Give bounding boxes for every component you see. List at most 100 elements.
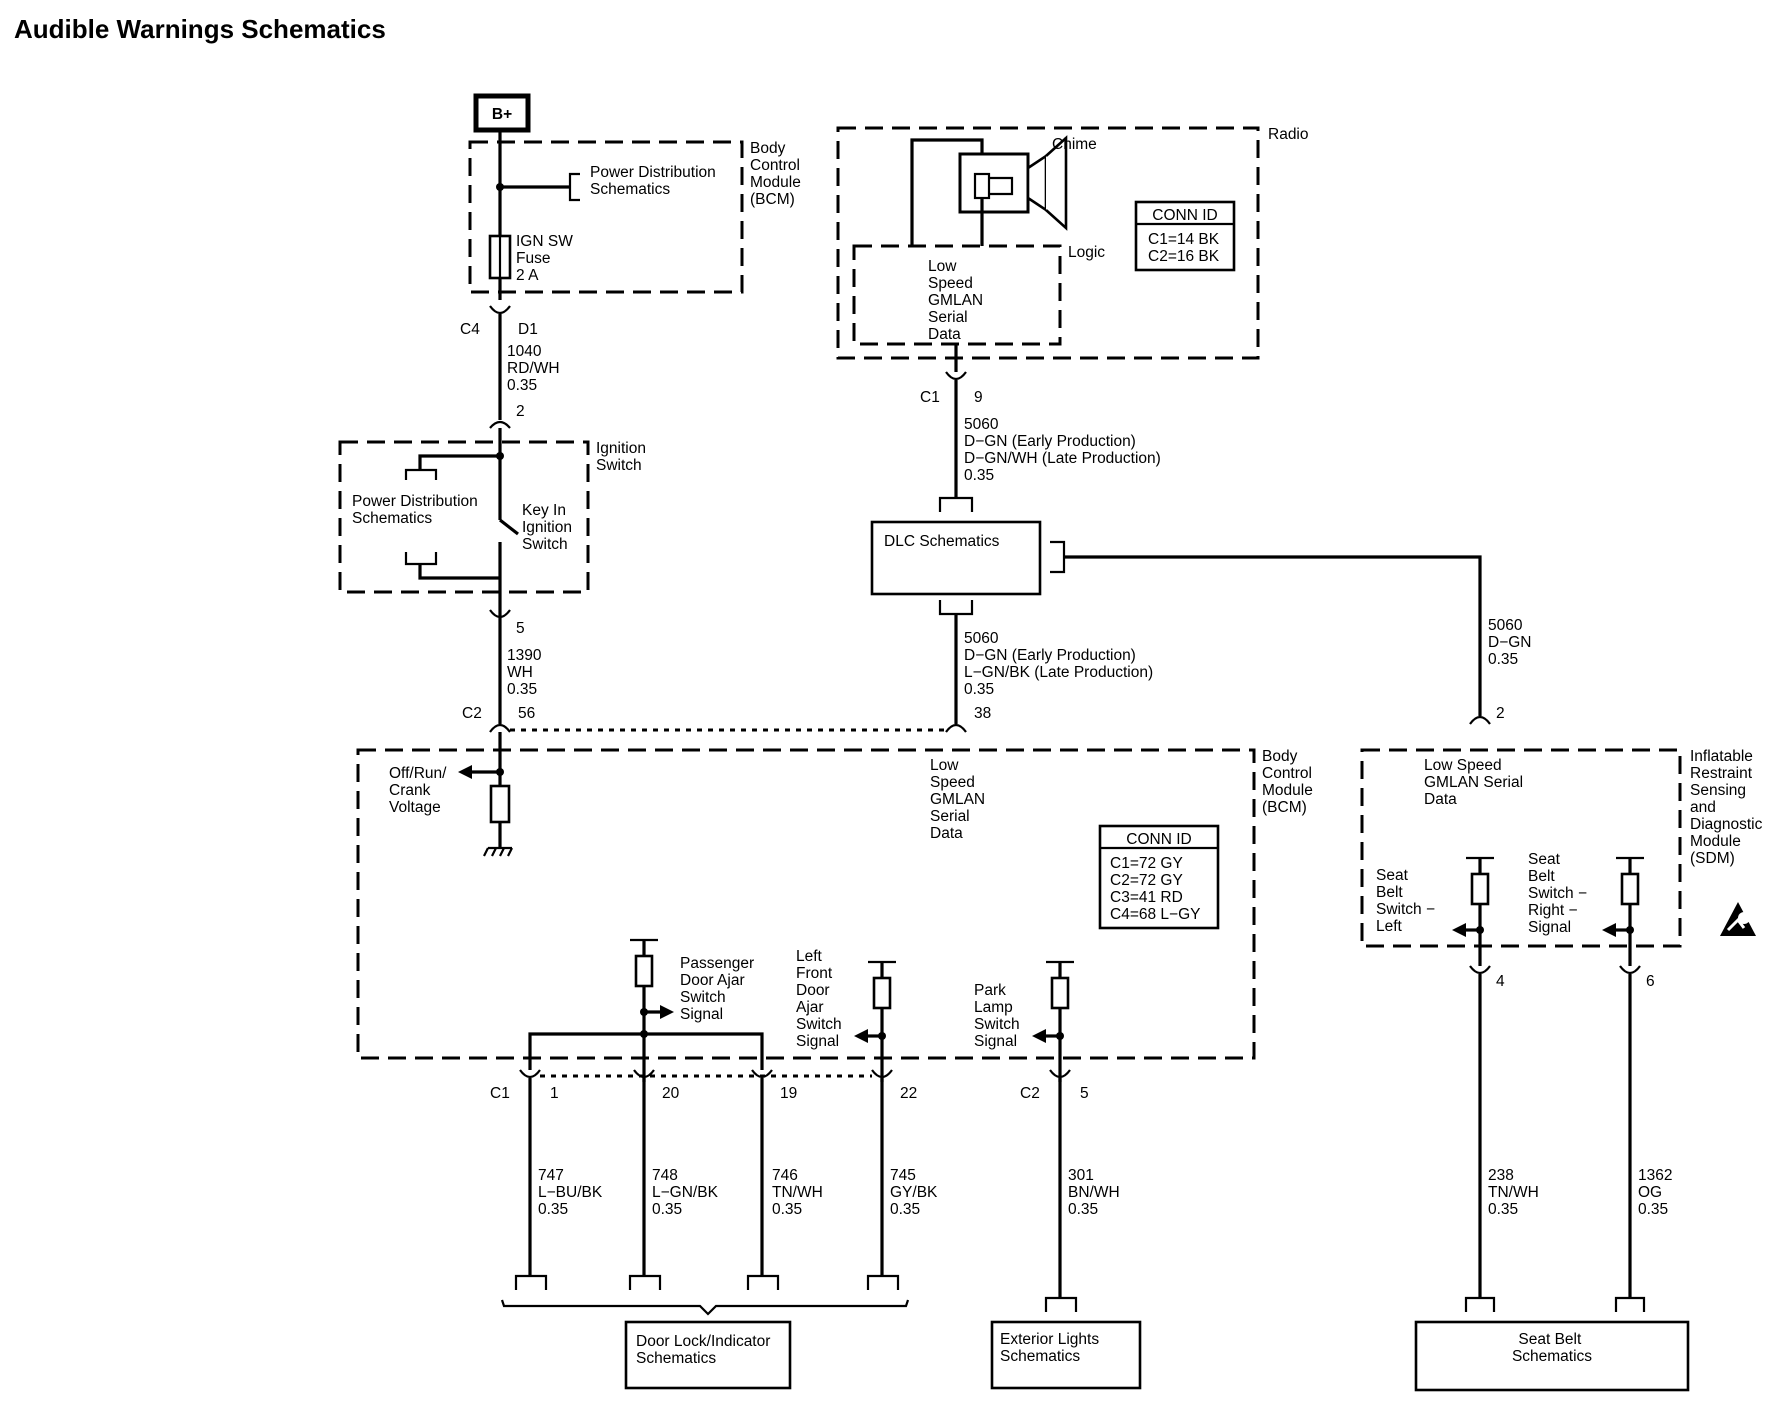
c1-pin-19-label: 19 <box>780 1085 797 1102</box>
sdm-pin-top-label: 2 <box>1496 705 1505 722</box>
svg-text:C4=68 L−GY: C4=68 L−GY <box>1110 906 1200 923</box>
splice-dot <box>496 183 504 191</box>
airbag-warning-icon <box>1720 902 1756 936</box>
left-front-arrow-icon <box>854 1029 868 1043</box>
svg-text:CONN ID: CONN ID <box>1152 207 1217 224</box>
svg-text:C2=16 BK: C2=16 BK <box>1148 248 1220 265</box>
sdm-gmlan-label: Low Speed GMLAN Serial Data <box>1424 757 1527 808</box>
c2-pin-5-connector-icon <box>1049 1069 1071 1079</box>
sdm-name: Inflatable Restraint Sensing and Diagnos… <box>1690 748 1767 867</box>
door-lock-stub-2 <box>628 1274 662 1290</box>
exterior-lights-stub <box>1044 1296 1078 1312</box>
chime-magnet <box>958 152 1030 214</box>
seatbelt-left-resistor-icon <box>1470 872 1490 906</box>
svg-text:C1=14 BK: C1=14 BK <box>1148 231 1220 248</box>
offrun-resistor-icon <box>489 784 511 824</box>
c2-56-connector-icon <box>489 723 511 733</box>
chime-speaker-icon <box>1026 153 1048 213</box>
c1-pin-22-connector-icon <box>871 1069 893 1079</box>
wire-747-label: 747 L−BU/BK 0.35 <box>538 1167 607 1218</box>
door-lock-stub-3 <box>746 1274 780 1290</box>
offrun-crank-label: Off/Run/ Crank Voltage <box>389 765 451 816</box>
park-lamp-arrow-icon <box>1032 1029 1046 1043</box>
c1-pin-20-label: 20 <box>662 1085 680 1102</box>
radio-logic-label: Logic <box>1068 244 1105 261</box>
bcm-conn-id-table: CONN ID C1=72 GY C2=72 GY C3=41 RD C4=68… <box>1098 824 1220 930</box>
ignition-pin-out-label: 5 <box>516 620 525 637</box>
left-front-door-ajar-label: Left Front Door Ajar Switch Signal <box>796 948 846 1050</box>
wire-5060-mid-label: 5060 D−GN (Early Production) L−GN/BK (La… <box>964 630 1157 698</box>
passenger-door-ajar-label: Passenger Door Ajar Switch Signal <box>680 955 758 1023</box>
ignition-lower-ref-wire <box>418 564 500 580</box>
ignition-lower-ref-connector <box>404 552 438 566</box>
wire-1040-label: 1040 RD/WH 0.35 <box>507 343 564 394</box>
seat-belt-stub-right <box>1614 1296 1646 1312</box>
c4-pin-label: D1 <box>518 321 538 338</box>
c1-9-connector-icon <box>945 371 967 381</box>
bcm-pin-38-connector-icon <box>945 723 967 733</box>
radio-gmlan-label: Low Speed GMLAN Serial Data <box>928 258 987 343</box>
offrun-arrow-icon <box>458 765 472 779</box>
sdm-module-box <box>1360 748 1682 948</box>
seat-belt-schematics-box <box>1414 1320 1690 1392</box>
seatbelt-right-label: Seat Belt Switch − Right − Signal <box>1528 851 1591 936</box>
seatbelt-right-arrow-icon <box>1602 923 1616 937</box>
power-dist-ref-connector <box>568 172 580 202</box>
ignition-pin-2-connector-icon <box>489 420 511 429</box>
wire-301-label: 301 BN/WH 0.35 <box>1068 1167 1124 1218</box>
key-in-ignition-switch-label: Key In Ignition Switch <box>522 502 576 553</box>
page-title: Audible Warnings Schematics <box>14 14 386 44</box>
sdm-pin-4-connector-icon <box>1469 965 1491 975</box>
c4-d1-connector-icon <box>489 305 511 315</box>
park-lamp-resistor-icon <box>1050 976 1070 1010</box>
door-lock-schematics-box <box>624 1320 792 1390</box>
exterior-lights-schematics-box <box>990 1320 1142 1390</box>
sdm-pin-right-label: 6 <box>1646 973 1655 990</box>
passenger-arrow-icon <box>660 1005 674 1019</box>
c1-pin-1-connector-icon <box>519 1069 541 1079</box>
c1-pin-22-label: 22 <box>900 1085 917 1102</box>
wire-5060-right-label: 5060 D−GN 0.35 <box>1488 617 1536 668</box>
wire-745-label: 745 GY/BK 0.35 <box>890 1167 942 1218</box>
c2-pin-5-label: 5 <box>1080 1085 1089 1102</box>
dlc-schematics-box <box>870 520 1042 596</box>
ignition-power-ref: Power Distribution Schematics <box>352 493 482 527</box>
c2-conn-label: C2 <box>1020 1085 1040 1102</box>
b-plus-terminal: B+ <box>473 93 531 133</box>
ignition-pin-in-label: 2 <box>516 403 525 420</box>
c1-pin-1-label: 1 <box>550 1085 559 1102</box>
exterior-lights-label: Exterior Lights Schematics <box>1000 1331 1103 1365</box>
door-lock-label: Door Lock/Indicator Schematics <box>636 1333 775 1367</box>
svg-text:CONN ID: CONN ID <box>1126 831 1191 848</box>
svg-text:C1=72 GY: C1=72 GY <box>1110 855 1183 872</box>
door-lock-stub-1 <box>514 1274 548 1290</box>
left-front-resistor-icon <box>872 976 892 1010</box>
svg-text:C3=41 RD: C3=41 RD <box>1110 889 1183 906</box>
seatbelt-left-arrow-icon <box>1452 923 1466 937</box>
c2-56-conn-label: C2 <box>462 705 482 722</box>
bcm-gmlan-label: Low Speed GMLAN Serial Data <box>930 757 989 842</box>
bcm-main-module-box <box>356 748 1256 1060</box>
sdm-pin-left-label: 4 <box>1496 973 1505 990</box>
bcm-top-name: Body Control Module (BCM) <box>750 140 805 208</box>
dlc-right-connector <box>1050 540 1066 574</box>
bcm-top-power-ref: Power Distribution Schematics <box>590 164 720 198</box>
seatbelt-right-resistor-icon <box>1620 872 1640 906</box>
c4-conn-label: C4 <box>460 321 480 338</box>
passenger-bus-wire <box>528 1032 764 1070</box>
door-lock-stub-4 <box>866 1274 900 1290</box>
svg-text:C2=72 GY: C2=72 GY <box>1110 872 1183 889</box>
passenger-resistor-icon <box>634 954 654 988</box>
chime-armature <box>989 176 1014 196</box>
wire-5060-right <box>1064 555 1482 716</box>
park-lamp-label: Park Lamp Switch Signal <box>974 982 1024 1050</box>
c1-conn-label: C1 <box>490 1085 510 1102</box>
ignition-power-ref-wire <box>418 454 500 470</box>
chime-left-wire <box>910 138 984 246</box>
wire-748-label: 748 L−GN/BK 0.35 <box>652 1167 722 1218</box>
radio-name: Radio <box>1268 126 1309 143</box>
seat-belt-stub-left <box>1464 1296 1496 1312</box>
b-plus-label: B+ <box>492 106 512 123</box>
radio-conn-id-table: CONN ID C1=14 BK C2=16 BK <box>1134 200 1236 272</box>
